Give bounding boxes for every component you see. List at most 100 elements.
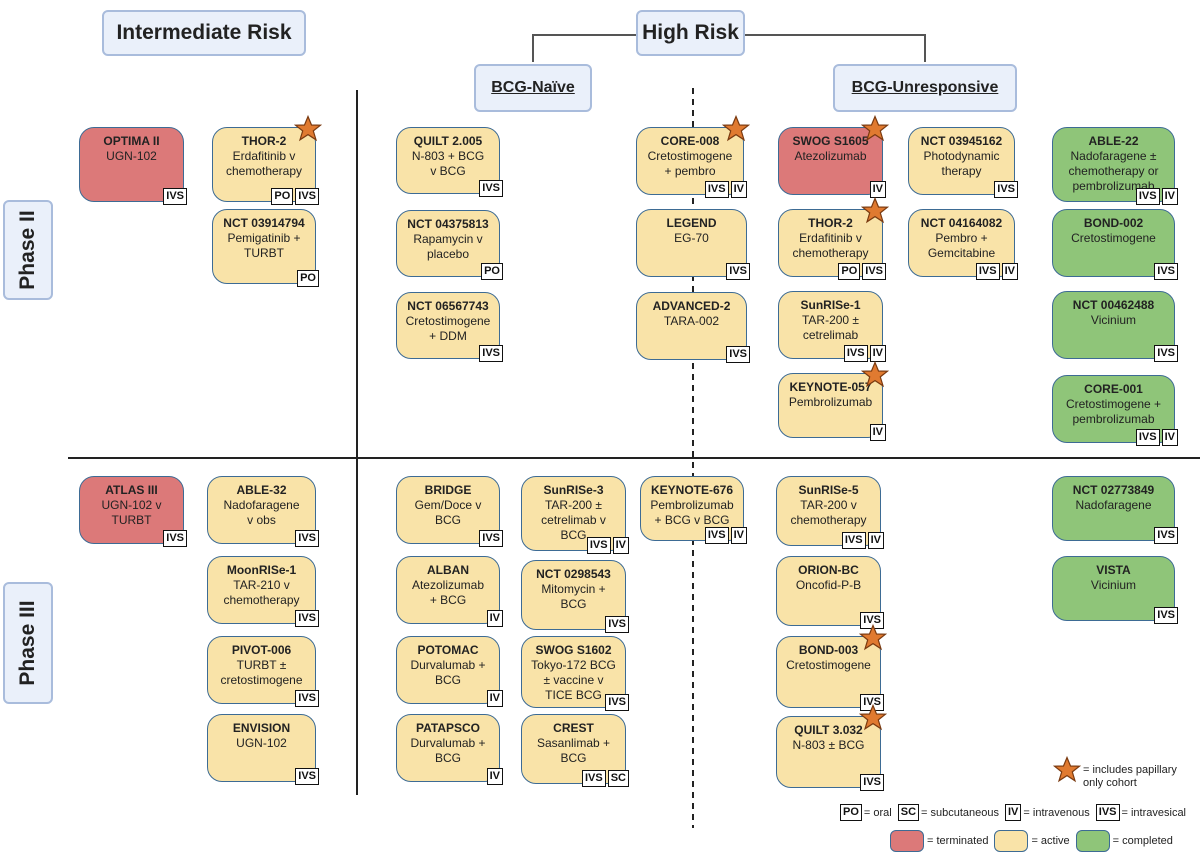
trial-description: Vicinium bbox=[1090, 578, 1137, 592]
trial-name: CREST bbox=[553, 721, 594, 735]
trial-name: PATAPSCO bbox=[415, 721, 480, 735]
trial-description: Mitomycin + BCG bbox=[541, 582, 606, 611]
legend-route-badge-ivs: IVS bbox=[1095, 804, 1120, 821]
route-badges: IVS bbox=[1154, 263, 1178, 280]
trial-description: UGN-102 bbox=[236, 736, 287, 750]
trial-name: CORE-008 bbox=[660, 134, 720, 148]
route-badge-iv: IV bbox=[1161, 429, 1178, 446]
route-badges: IVS bbox=[860, 694, 884, 711]
route-badge-ivs: IVS bbox=[704, 527, 729, 544]
route-badge-iv: IV bbox=[1001, 263, 1018, 280]
trial-description: UGN-102 bbox=[106, 149, 157, 163]
trial-description: Oncofid-P-B bbox=[795, 578, 862, 592]
trial-description: Cretostimogene + pembrolizumab bbox=[1065, 397, 1162, 426]
trial-name: NCT 02773849 bbox=[1072, 483, 1155, 497]
trial-name: QUILT 3.032 bbox=[794, 723, 863, 737]
bcg-naive-header: BCG-Naïve bbox=[474, 64, 592, 112]
route-badges: IVS bbox=[1154, 527, 1178, 544]
trial-name: VISTA bbox=[1096, 563, 1131, 577]
trial-name: ALBAN bbox=[427, 563, 469, 577]
papillary-star-icon bbox=[861, 197, 889, 224]
route-badge-ivs: IVS bbox=[994, 181, 1018, 198]
route-badge-ivs: IVS bbox=[1154, 263, 1178, 280]
route-badge-sc: SC bbox=[607, 770, 629, 787]
trial-name: SunRISe-3 bbox=[543, 483, 604, 497]
legend-route-badge-po: PO bbox=[840, 804, 862, 821]
legend-swatch-completed bbox=[1075, 830, 1110, 852]
papillary-star-icon bbox=[859, 624, 887, 651]
route-badge-ivs: IVS bbox=[1135, 188, 1160, 205]
route-badge-ivs: IVS bbox=[704, 181, 729, 198]
high-risk-header: High Risk bbox=[636, 10, 745, 56]
trial-description: Pembro + Gemcitabine bbox=[927, 231, 996, 260]
route-badges: IV bbox=[869, 424, 886, 441]
trial-name: SWOG S1602 bbox=[535, 643, 612, 657]
route-badge-iv: IV bbox=[730, 181, 747, 198]
trial-name: POTOMAC bbox=[417, 643, 479, 657]
route-badge-ivs: IVS bbox=[163, 188, 187, 205]
route-badges: IVS bbox=[295, 610, 319, 627]
papillary-star-icon bbox=[861, 115, 889, 142]
route-badge-ivs: IVS bbox=[295, 768, 319, 785]
route-badge-iv: IV bbox=[869, 424, 886, 441]
legend-star-icon bbox=[1053, 756, 1081, 783]
legend-status-label: = completed bbox=[1112, 835, 1173, 847]
trial-description: N-803 + BCG v BCG bbox=[411, 149, 485, 178]
trial-description: Durvalumab + BCG bbox=[410, 736, 486, 765]
papillary-star-icon bbox=[294, 115, 322, 142]
route-badge-ivs: IVS bbox=[479, 345, 503, 362]
bcg-unresponsive-header: BCG-Unresponsive bbox=[833, 64, 1017, 112]
route-badge-ivs: IVS bbox=[605, 616, 629, 633]
route-badge-ivs: IVS bbox=[1154, 527, 1178, 544]
papillary-star-icon bbox=[859, 704, 887, 731]
trial-name: ATLAS III bbox=[105, 483, 158, 497]
route-badge-ivs: IVS bbox=[605, 694, 629, 711]
trial-description: TAR-210 v chemotherapy bbox=[223, 578, 300, 607]
trial-name: THOR-2 bbox=[808, 216, 853, 230]
trial-description: Sasanlimab + BCG bbox=[536, 736, 611, 765]
route-badge-ivs: IVS bbox=[841, 532, 866, 549]
route-badge-iv: IV bbox=[486, 610, 503, 627]
route-badge-ivs: IVS bbox=[479, 530, 503, 547]
route-badges: IVS bbox=[479, 180, 503, 197]
trial-description: UGN-102 v TURBT bbox=[101, 498, 162, 527]
trial-name: CORE-001 bbox=[1084, 382, 1143, 396]
trial-description: Cretostimogene + DDM bbox=[405, 314, 491, 343]
trial-description: Pembrolizumab + BCG v BCG bbox=[650, 498, 734, 527]
papillary-star-icon bbox=[861, 361, 889, 388]
legend-status-label: = active bbox=[1031, 835, 1070, 847]
trial-description: Nadofaragene bbox=[1075, 498, 1152, 512]
route-badges: IVS bbox=[860, 612, 884, 629]
route-badge-po: PO bbox=[297, 270, 319, 287]
legend-route-label: = subcutaneous bbox=[921, 806, 999, 819]
route-badges: PO bbox=[481, 263, 503, 280]
route-badge-ivs: IVS bbox=[860, 774, 884, 791]
route-badges: IVS bbox=[163, 188, 187, 205]
trial-description: Tokyo-172 BCG ± vaccine v TICE BCG bbox=[531, 658, 616, 702]
route-badges: IV bbox=[869, 181, 886, 198]
trial-name: SunRISe-1 bbox=[800, 298, 861, 312]
